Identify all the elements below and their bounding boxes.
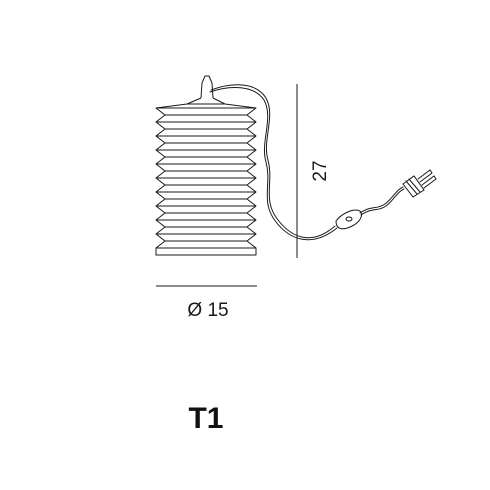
lamp-pleats xyxy=(155,107,257,256)
cord-line-to-plug-inner xyxy=(360,188,405,216)
plug-grip xyxy=(405,178,421,195)
plug-body xyxy=(402,175,425,198)
lamp-cap xyxy=(155,97,257,109)
cord-line-upper xyxy=(210,84,336,239)
plug-prongs xyxy=(417,169,437,189)
lamp-shade xyxy=(155,75,257,256)
height-dimension-label: 27 xyxy=(310,160,331,181)
cord-switch-button xyxy=(345,216,353,222)
lamp-pleat-lines xyxy=(156,114,256,249)
cord-line-to-plug xyxy=(359,186,404,214)
cord-line-lower xyxy=(209,87,338,241)
cord-switch xyxy=(335,209,363,230)
diameter-dimension-label: Ø 15 xyxy=(187,300,228,321)
power-cord xyxy=(209,84,437,241)
lamp-socket xyxy=(200,75,214,99)
model-code: T1 xyxy=(188,402,223,435)
